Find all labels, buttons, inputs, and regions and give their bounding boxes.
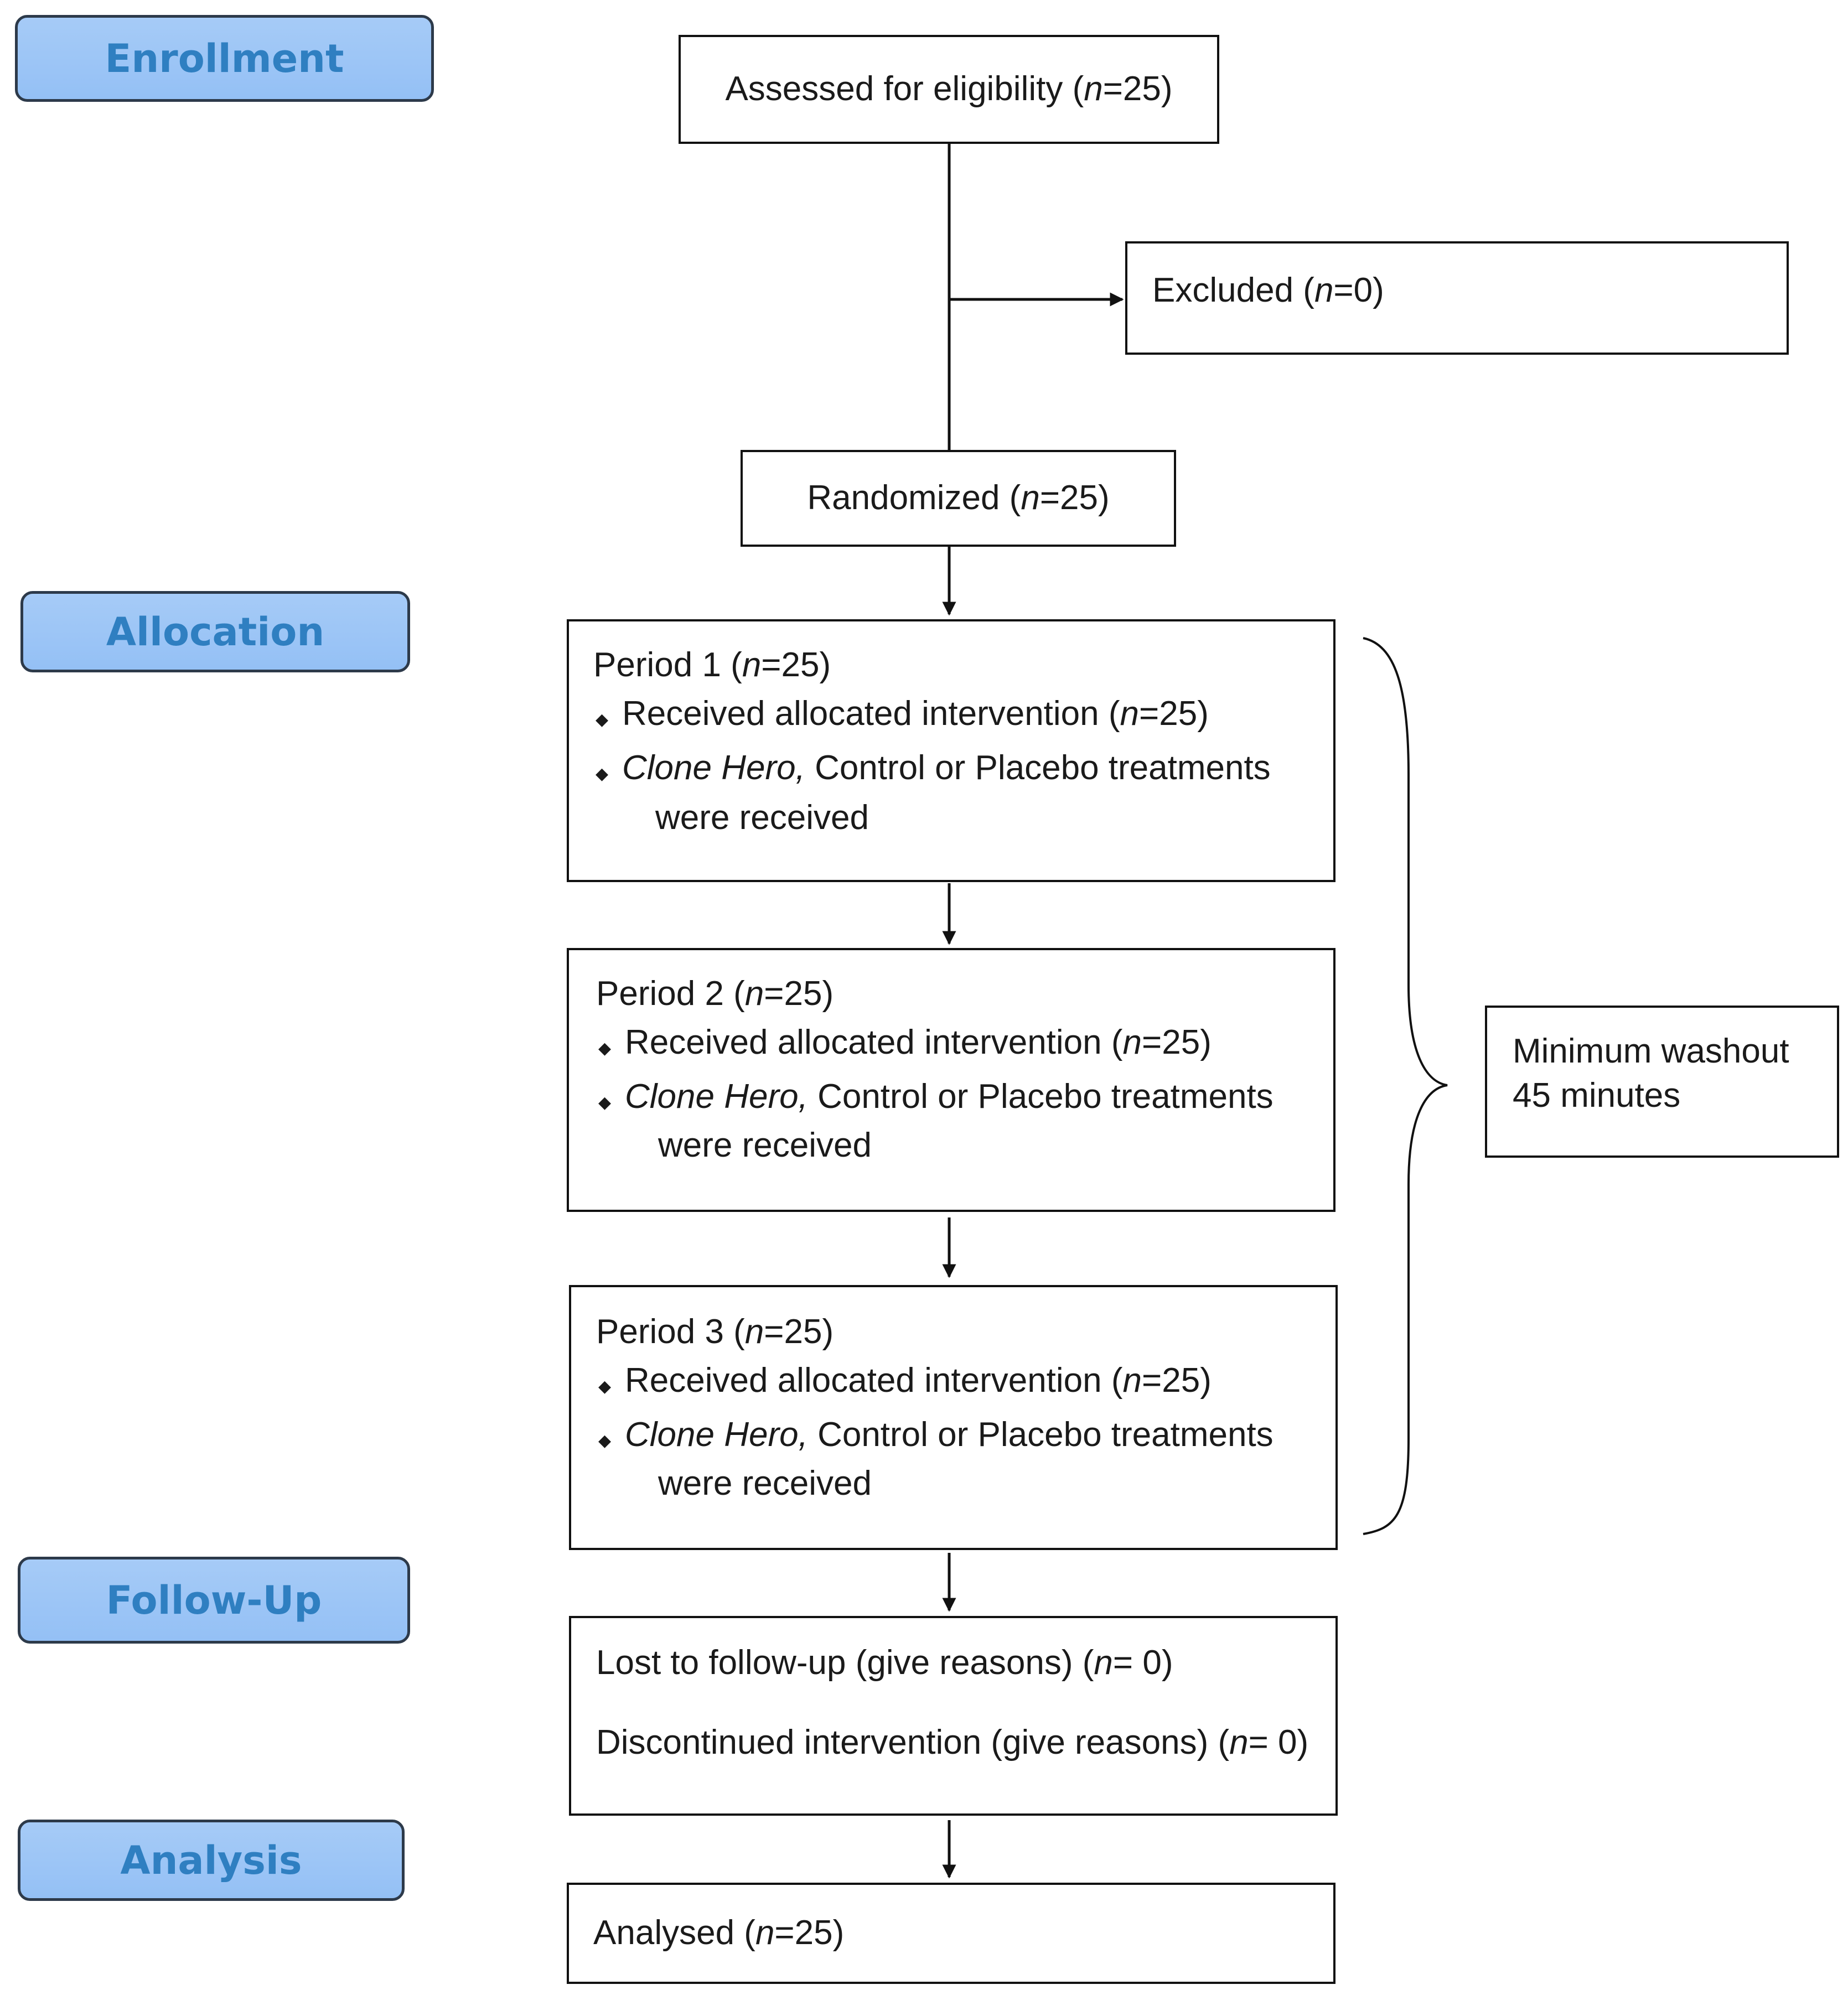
randomized-text: Randomized (n=25) [807,479,1110,517]
stage-allocation-label: Allocation [106,609,325,655]
assessed-text: Assessed for eligibility (n=25) [725,70,1173,108]
period-1-title: Period 1 (n=25) [593,646,831,684]
period-3-treatments-line2: were received [658,1464,872,1502]
period-3-box: Period 3 (n=25) ◆ Received allocated int… [569,1285,1338,1550]
assessed-box: Assessed for eligibility (n=25) [679,35,1219,144]
washout-box: Minimum washout 45 minutes [1485,1006,1839,1158]
stage-analysis: Analysis [18,1820,405,1901]
period-3-received: Received allocated intervention (n=25) [625,1361,1212,1400]
analysed-text: Analysed (n=25) [593,1914,845,1952]
period-2-treatments: Clone Hero, Control or Placebo treatment… [625,1077,1274,1116]
lost-to-follow-up-text: Lost to follow-up (give reasons) (n= 0) [596,1644,1173,1682]
period-1-received: Received allocated intervention (n=25) [622,695,1209,733]
stage-follow-up: Follow-Up [18,1557,410,1644]
period-1-treatments-line2: were received [655,799,869,837]
period-3-title: Period 3 (n=25) [596,1313,834,1351]
stage-analysis-label: Analysis [120,1837,302,1883]
stage-enrollment-label: Enrollment [105,35,344,81]
excluded-box: Excluded (n=0) [1125,241,1789,355]
analysed-box: Analysed (n=25) [567,1883,1335,1984]
bullet-icon: ◆ [596,765,609,783]
stage-follow-up-label: Follow-Up [106,1577,322,1623]
excluded-text: Excluded (n=0) [1152,271,1384,309]
stage-enrollment: Enrollment [15,15,434,102]
discontinued-text: Discontinued intervention (give reasons)… [596,1723,1309,1761]
period-1-box: Period 1 (n=25) ◆ Received allocated int… [567,619,1335,882]
washout-line-2: 45 minutes [1513,1076,1681,1115]
bullet-icon: ◆ [598,1377,612,1396]
period-2-treatments-line2: were received [658,1126,872,1164]
bullet-icon: ◆ [598,1432,612,1450]
period-2-title: Period 2 (n=25) [596,975,834,1013]
period-3-treatments: Clone Hero, Control or Placebo treatment… [625,1416,1274,1454]
period-2-box: Period 2 (n=25) ◆ Received allocated int… [567,948,1335,1212]
period-1-treatments: Clone Hero, Control or Placebo treatment… [622,749,1271,787]
follow-up-box: Lost to follow-up (give reasons) (n= 0) … [569,1616,1338,1816]
bullet-icon: ◆ [596,711,609,729]
washout-brace [1363,637,1448,1535]
washout-line-1: Minimum washout [1513,1032,1789,1070]
bullet-icon: ◆ [598,1039,612,1058]
bullet-icon: ◆ [598,1094,612,1112]
period-2-received: Received allocated intervention (n=25) [625,1023,1212,1061]
stage-allocation: Allocation [20,591,410,672]
randomized-box: Randomized (n=25) [741,450,1176,547]
